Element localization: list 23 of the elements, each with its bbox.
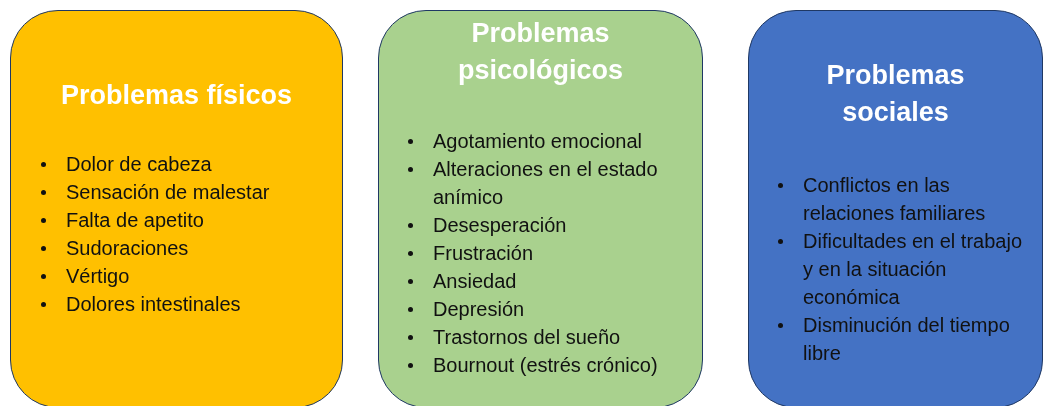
list-item: Sensación de malestar (66, 180, 271, 205)
list-item: Agotamiento emocional (433, 129, 643, 154)
list-item: Dolor de cabeza (66, 152, 213, 177)
list-item: Disminución del tiempo libre (803, 313, 1011, 366)
list-item: Sudoraciones (66, 236, 190, 261)
list-item: Trastornos del sueño (433, 325, 622, 350)
list-item: Desesperación (433, 213, 568, 238)
list-item: Alteraciones en el estado anímico (433, 157, 659, 210)
list-item: Conflictos en las relaciones familiares (803, 173, 987, 226)
list-item: Dificultades en el trabajo y en la situación económica (803, 229, 1023, 310)
list-item: Dolores intestinales (66, 292, 242, 317)
list-item: Depresión (433, 297, 526, 322)
box-heading: Problemas psicológicos (456, 17, 624, 87)
list-item: Ansiedad (433, 269, 518, 294)
box-heading: Problemas sociales (825, 59, 966, 129)
list-item: Vértigo (66, 264, 131, 289)
category-box (10, 10, 343, 406)
category-box (378, 10, 703, 406)
category-box (748, 10, 1043, 406)
box-heading: Problemas físicos (59, 79, 294, 112)
list-item: Bournout (estrés crónico) (433, 353, 659, 378)
list-item: Falta de apetito (66, 208, 205, 233)
list-item: Frustración (433, 241, 535, 266)
